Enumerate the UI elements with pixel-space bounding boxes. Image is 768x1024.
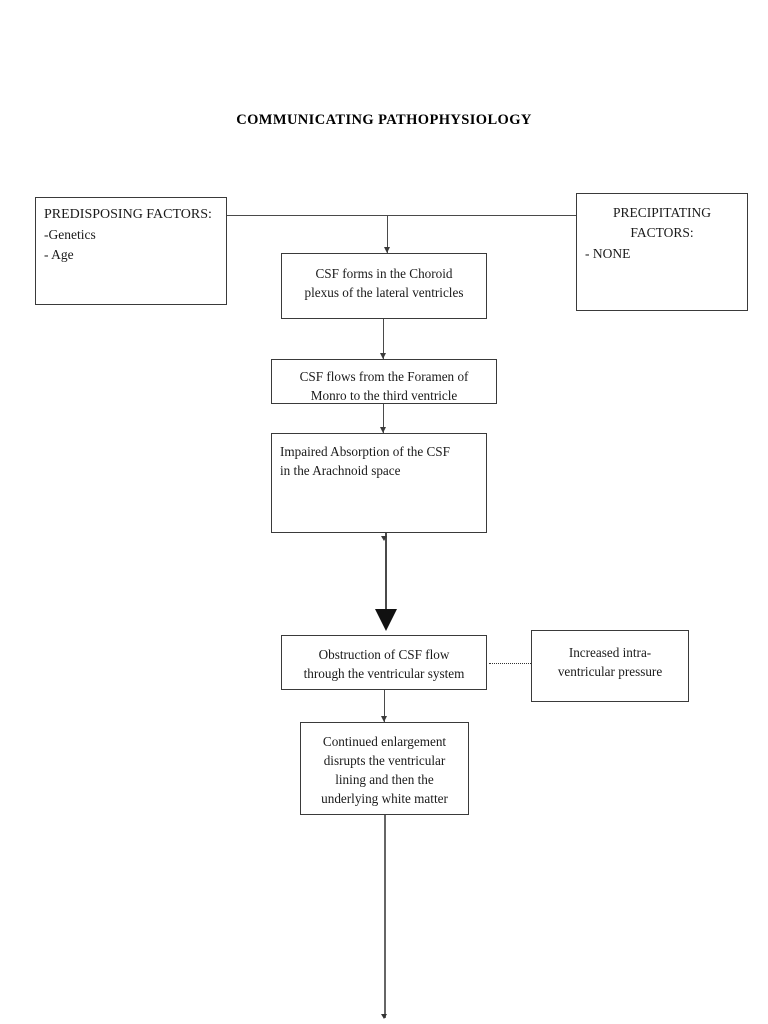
node-obstruction-of-csf-flow: Obstruction of CSF flow through the vent…: [281, 635, 487, 690]
node-impaired-absorption: Impaired Absorption of the CSF in the Ar…: [271, 433, 487, 533]
arrow-down-icon: [381, 536, 387, 541]
predisposing-header: PREDISPOSING FACTORS:: [44, 207, 212, 222]
node-csf-flows: CSF flows from the Foramen of Monro to t…: [271, 359, 497, 404]
enlargement-line4: underlying white matter: [321, 791, 448, 807]
pressure-line1: Increased intra-: [568, 645, 652, 660]
node-increased-intraventricular-pressure: Increased intra- ventricular pressure: [531, 630, 689, 702]
node-predisposing-factors: PREDISPOSING FACTORS: -Genetics - Age: [35, 197, 227, 305]
node-csf-forms: CSF forms in the Choroid plexus of the l…: [281, 253, 487, 319]
pressure-line2: ventricular pressure: [557, 664, 663, 680]
precipitating-item-none: - NONE: [585, 246, 631, 262]
connector-predisposing-to-precipitating: [227, 215, 577, 217]
connector-obstruction-to-enlargement: [384, 690, 386, 722]
enlargement-line2: disrupts the ventricular: [323, 753, 446, 769]
node-continued-enlargement: Continued enlargement disrupts the ventr…: [300, 722, 469, 815]
connector-enlargement-to-next-page: [384, 815, 386, 1018]
impaired-line1: Impaired Absorption of the CSF: [280, 444, 450, 459]
predisposing-item-genetics: -Genetics: [44, 227, 96, 243]
csf-forms-line1: CSF forms in the Choroid: [315, 266, 453, 281]
obstruction-line1: Obstruction of CSF flow: [318, 647, 450, 662]
arrow-down-icon: [380, 427, 386, 433]
precipitating-header-line1: PRECIPITATING: [613, 205, 711, 220]
connector-factors-to-csf-forms: [387, 216, 389, 253]
node-precipitating-factors: PRECIPITATING FACTORS: - NONE: [576, 193, 748, 311]
arrow-down-icon: [381, 1014, 387, 1019]
predisposing-item-age: - Age: [44, 246, 74, 262]
precipitating-header-line2: FACTORS:: [630, 224, 694, 240]
csf-flows-line2: Monro to the third ventricle: [310, 388, 458, 404]
connector-dotted-obstruction-to-pressure: [489, 663, 531, 664]
arrow-down-icon: [380, 353, 386, 359]
page-title: COMMUNICATING PATHOPHYSIOLOGY: [236, 112, 532, 128]
enlargement-line3: lining and then the: [335, 772, 434, 788]
arrow-down-large-icon: [375, 609, 397, 631]
arrow-down-icon: [384, 247, 390, 253]
obstruction-line2: through the ventricular system: [303, 666, 465, 682]
csf-flows-line1: CSF flows from the Foramen of: [299, 369, 469, 384]
connector-csf-flows-to-impaired: [383, 404, 385, 433]
connector-impaired-to-obstruction: [385, 533, 388, 627]
enlargement-line1: Continued enlargement: [322, 734, 447, 749]
csf-forms-line2: plexus of the lateral ventricles: [304, 285, 464, 301]
arrow-down-icon: [381, 716, 387, 722]
connector-csf-forms-to-csf-flows: [383, 319, 385, 359]
impaired-line2: in the Arachnoid space: [280, 463, 401, 479]
